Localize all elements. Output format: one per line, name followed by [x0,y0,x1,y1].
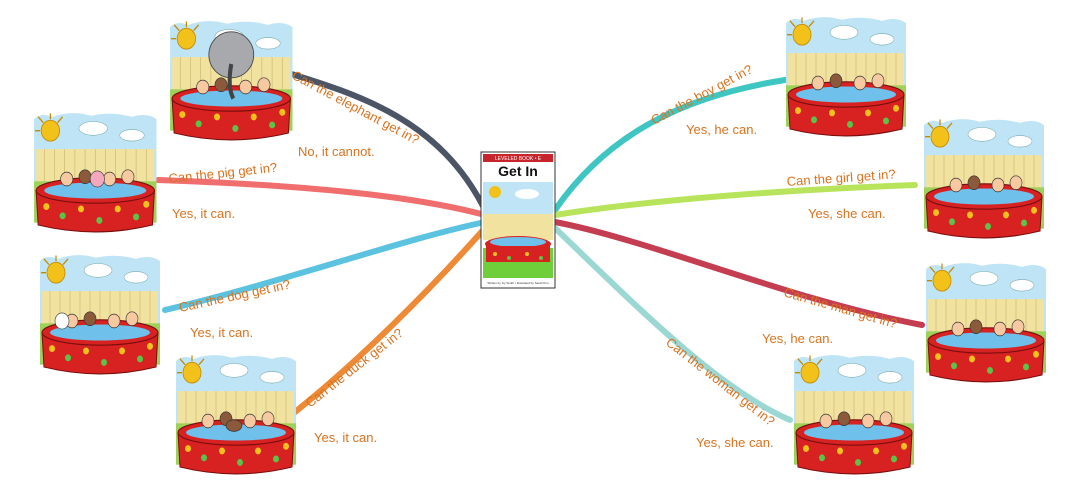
answer-duck: Yes, it can. [314,430,377,445]
branch-dog [162,219,488,313]
answer-woman: Yes, she can. [696,435,774,450]
question-duck: Can the duck get in? [303,325,406,410]
branch-elephant [282,69,488,213]
question-man: Can the man get in? [782,284,899,331]
answer-man: Yes, he can. [762,331,833,346]
branch-connectors [155,69,925,423]
branch-duck [292,225,488,415]
branch-pig [155,177,488,218]
question-dog: Can the dog get in? [178,277,292,315]
branch-girl [552,182,918,218]
answer-dog: Yes, it can. [190,325,253,340]
question-elephant: Can the elephant get in? [290,67,422,147]
question-woman: Can the woman get in? [663,335,778,429]
branch-boy [552,77,788,213]
illustration-woman [793,354,915,475]
book-band-text: LEVELED BOOK • E [495,156,542,162]
answer-elephant: No, it cannot. [298,144,375,159]
illustration-pig [33,112,158,233]
book-footer: Written by Ivy Smith • Illustrated by Sa… [487,281,549,285]
illustration-girl [923,118,1045,239]
answer-boy: Yes, he can. [686,122,757,137]
answer-girl: Yes, she can. [808,206,886,221]
answer-pig: Yes, it can. [172,206,235,221]
illustration-boy [785,16,907,137]
book-title: Get In [498,163,538,179]
question-boy: Can the boy get in? [648,61,755,127]
center-book-cover: LEVELED BOOK • E Get In Written by Ivy S… [480,151,556,289]
branch-man [552,219,925,328]
illustration-man [925,262,1047,383]
branch-woman [552,225,793,423]
illustration-duck [175,354,297,475]
illustration-dog [39,254,161,375]
illustration-elephant [169,20,294,141]
